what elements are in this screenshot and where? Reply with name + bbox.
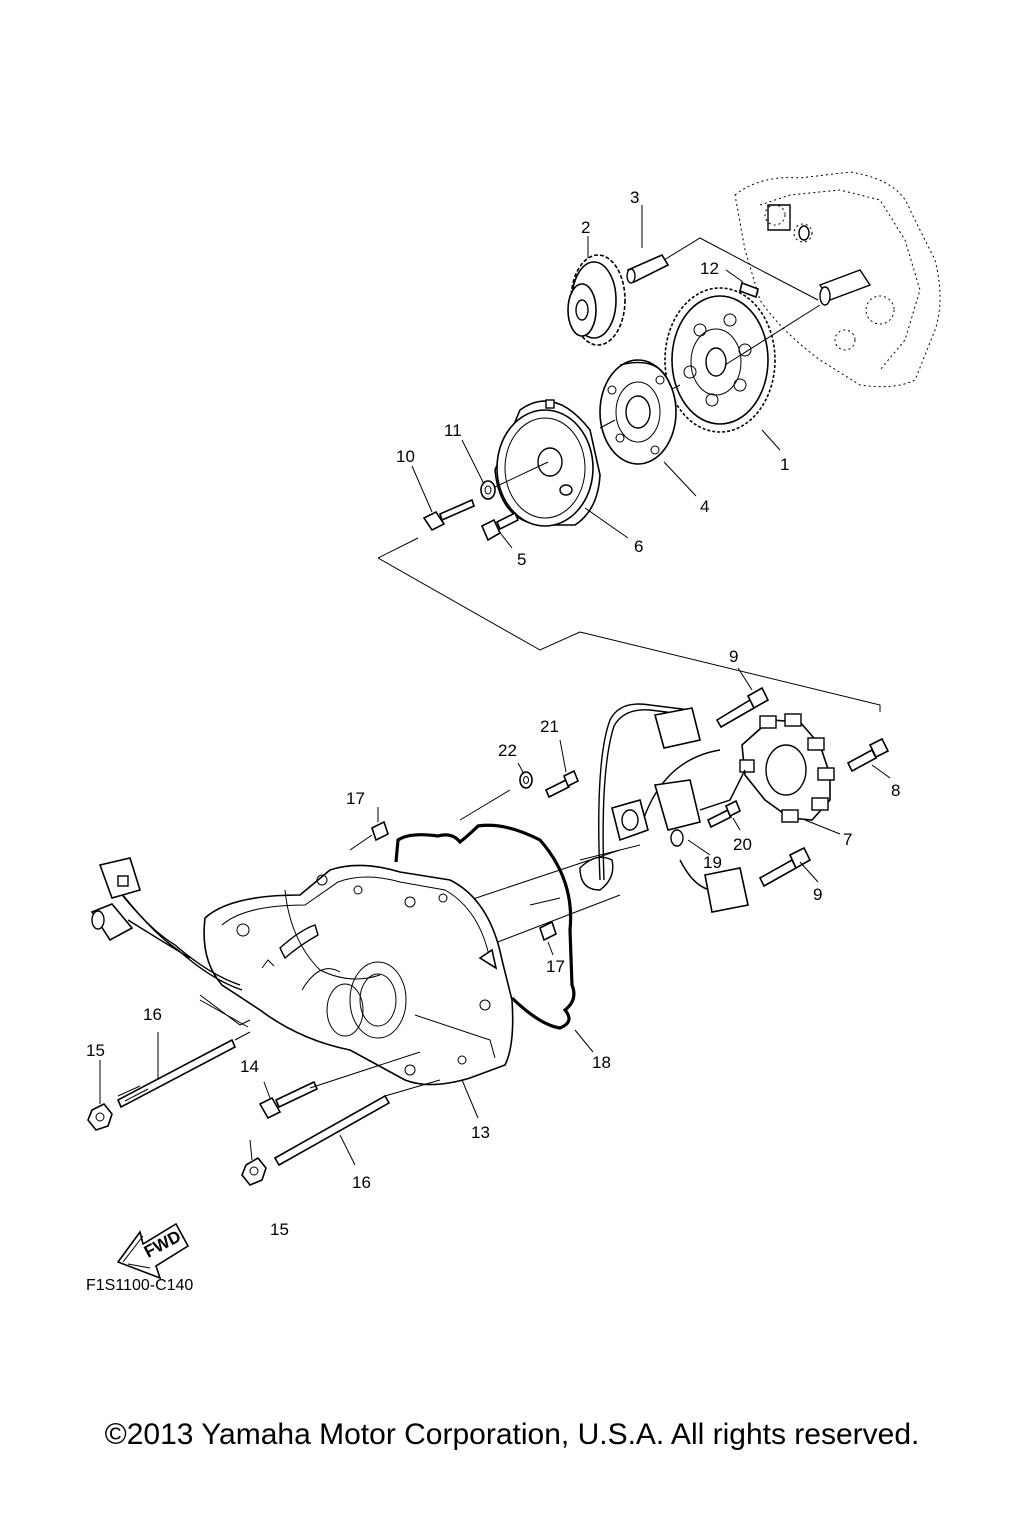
part-17-dowel-pin-lower [539,920,557,942]
part-9-bolt-lower [758,846,812,888]
callout-5: 5 [517,550,526,569]
part-14-bolt [258,1080,319,1120]
part-1-starter-wheel-gear [609,287,821,433]
callout-9-upper: 9 [729,647,738,666]
callout-labels: 1 2 3 4 5 6 7 8 9 9 10 11 12 13 14 15 15… [86,188,900,1239]
callout-18: 18 [592,1053,611,1072]
callout-4: 4 [700,497,709,516]
figure-code: F1S1100-C140 [86,1277,193,1294]
part-12-key [725,269,759,299]
crankcase-outline [734,171,941,388]
callout-16-lower: 16 [352,1173,371,1192]
part-16-stud-upper [116,1038,237,1109]
callout-21: 21 [540,717,559,736]
leader-lines [99,205,891,1166]
callout-11: 11 [444,421,462,440]
copyright-notice: ©2013 Yamaha Motor Corporation, U.S.A. A… [104,1418,920,1451]
part-9-bolt-upper [715,686,770,729]
callout-13: 13 [471,1123,490,1142]
callout-20: 20 [733,835,752,854]
callout-10: 10 [396,447,415,466]
rotor-group-bracket [377,537,881,712]
callout-15-lower: 15 [270,1220,289,1239]
part-22-washer [519,771,533,789]
part-16-stud-lower [273,1094,391,1167]
part-8-bolt [846,737,890,773]
callout-22: 22 [498,741,517,760]
part-18-gasket [394,823,576,1030]
callout-2: 2 [581,218,590,237]
cover-guide-lines [199,999,441,1097]
part-11-washer [480,461,549,500]
callout-15-upper: 15 [86,1041,105,1060]
part-3-shaft [626,237,819,301]
cover-harness-connector [90,857,251,1026]
callout-6: 6 [634,537,643,556]
part-19-grommet [611,799,684,847]
callout-1: 1 [780,455,789,474]
part-15-nut-upper [87,1102,113,1131]
part-2-idler-gear [567,254,626,346]
callout-17-lower: 17 [546,957,565,976]
part-21-bolt [544,769,580,799]
part-6-rotor [494,399,616,527]
part-17-dowel-pin-upper [349,820,389,851]
callout-19: 19 [703,853,722,872]
part-13-generator-cover [203,864,514,1086]
part-4-starter-clutch [599,359,677,465]
callout-12: 12 [700,259,719,278]
assembly-guide-lines [454,789,641,946]
callout-14: 14 [240,1057,259,1076]
part-10-bolt [422,498,475,532]
part-15-nut-lower [241,1156,267,1186]
part-7-stator [739,713,835,823]
part-20-screw [706,799,742,829]
wire-harness [598,703,749,913]
callout-7: 7 [843,830,852,849]
callout-16-upper: 16 [143,1005,162,1024]
callout-3: 3 [630,188,639,207]
callout-9-lower: 9 [813,885,822,904]
callout-8: 8 [891,781,900,800]
part-5-bolt [480,511,520,542]
forward-arrow-icon: FWD [116,1222,190,1280]
callout-17-upper: 17 [346,789,365,808]
